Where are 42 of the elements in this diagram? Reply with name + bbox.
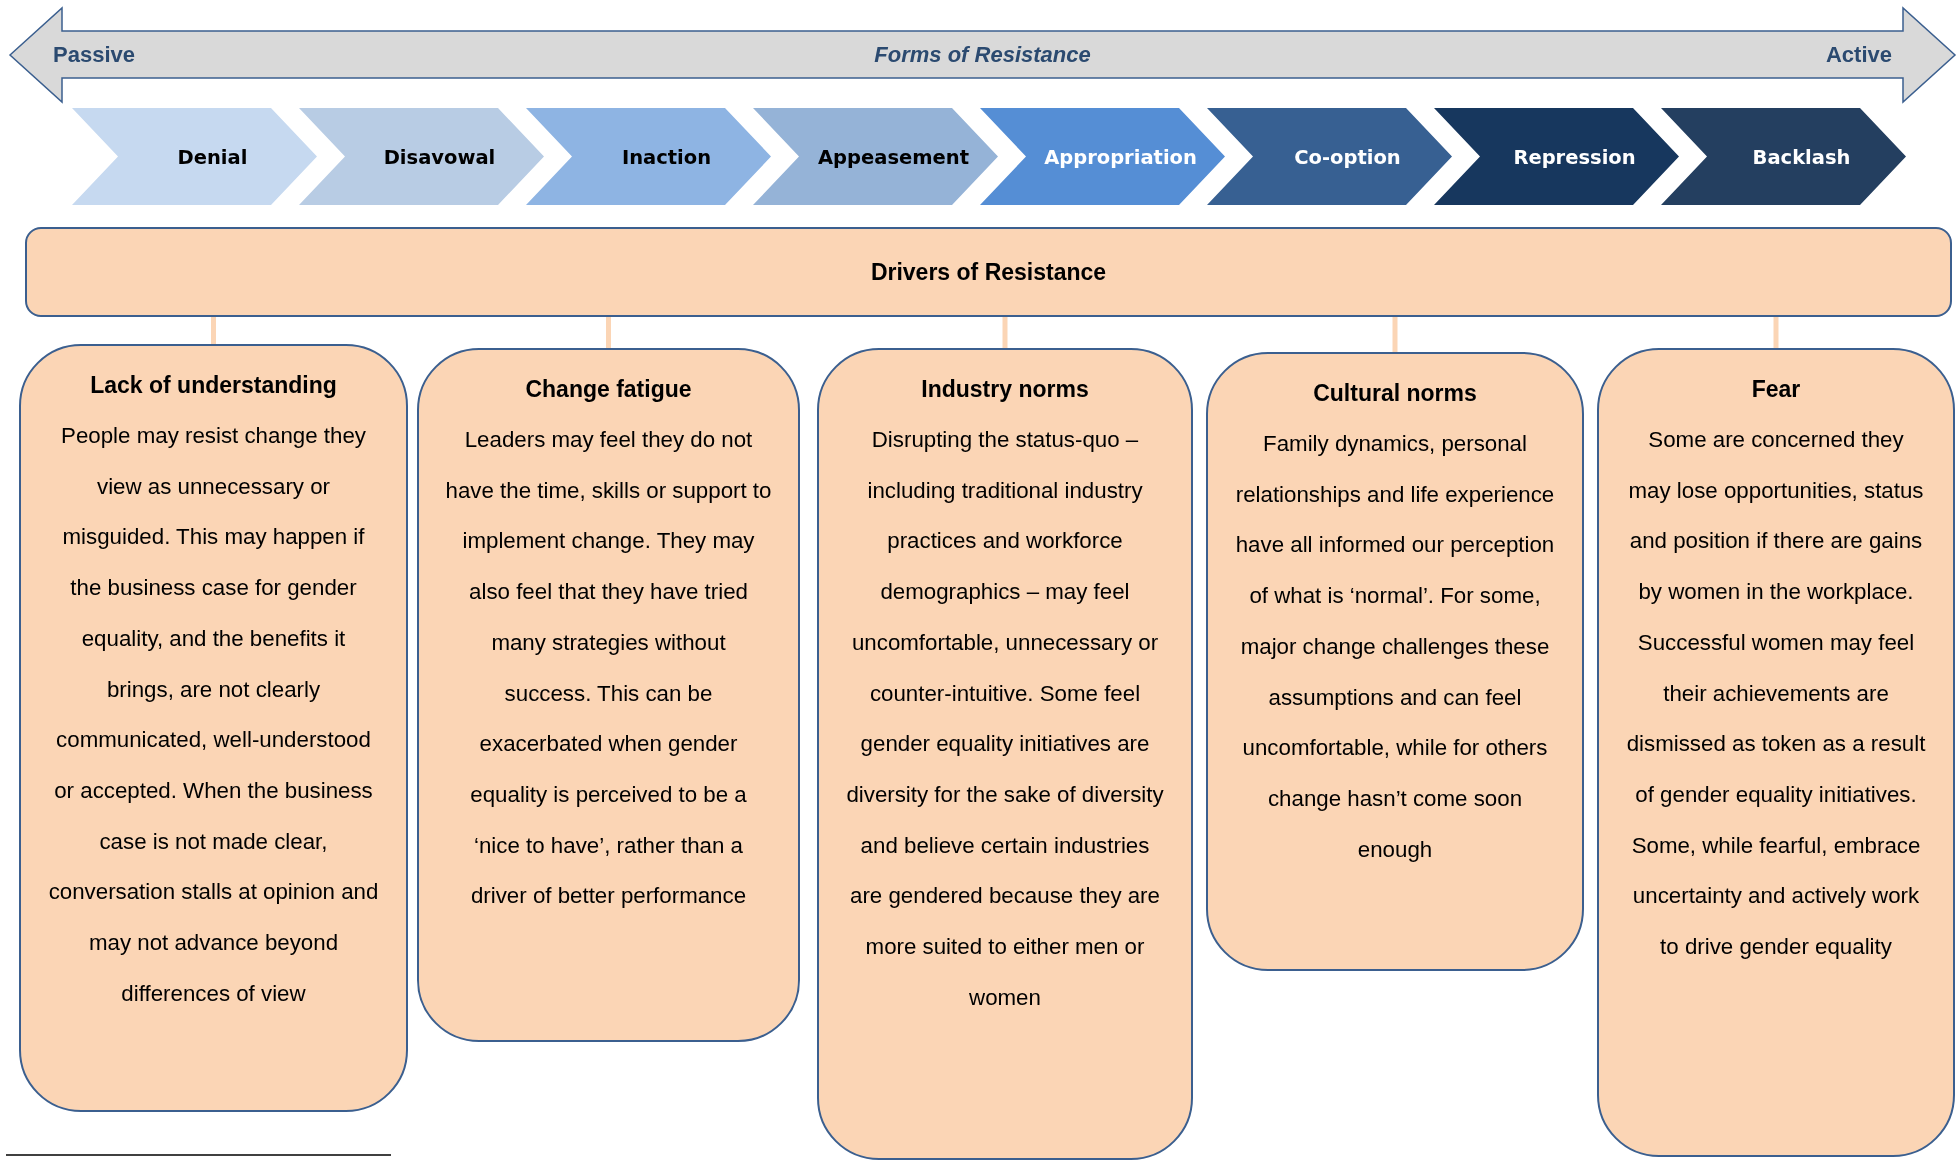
header-title: Drivers of Resistance [870, 258, 1107, 286]
box-description: Disrupting the status-quo – including traditional industry practices and workforce demographics – may feel uncomfortable, unnecessary or counter-intuitive. Some feel gender equality initiatives are diversity for the sake of diversity and believe certain industries are gendered because they are more suited to either men or women [845, 426, 1165, 1012]
double-headed-arrow [10, 8, 1955, 102]
header-box [25, 227, 1952, 317]
step-label: Inaction [620, 145, 713, 168]
scale-end-label: Active [1825, 42, 1892, 68]
scale-end-label: Passive [53, 42, 135, 68]
step-label: Repression [1512, 145, 1637, 168]
step-label: Backlash [1751, 145, 1852, 168]
chevron-step [299, 108, 544, 205]
step-label: Denial [176, 145, 249, 168]
chevron-step [526, 108, 771, 205]
box-heading: Lack of understanding [89, 372, 338, 399]
box-heading: Change fatigue [524, 376, 693, 403]
chevron-step [980, 108, 1225, 205]
connector-line [1002, 317, 1008, 348]
chevron-step [72, 108, 317, 205]
chevron-step [1207, 108, 1452, 205]
box-description: Family dynamics, personal relationships and life experience have all informed our perception of what is ‘normal’. For some, major change challenges these assumptions and can feel uncomfortable, while for others change hasn’t come soon enough [1234, 430, 1556, 864]
box-heading: Cultural norms [1312, 380, 1478, 407]
chevron-step [1434, 108, 1679, 205]
box-description: People may resist change they view as unnecessary or misguided. This may happen if the business case for gender equality, and the benefits it brings, are not clearly communicated, well-understood or accepted. When the business case is not made clear, conversation stalls at opinion and may not advance beyond differences of view [47, 422, 380, 1008]
rounded-box [1597, 348, 1955, 1157]
connector-line [1773, 317, 1779, 348]
connector-line [606, 317, 611, 348]
step-label: Appropriation [1043, 145, 1198, 168]
rounded-box [19, 344, 408, 1112]
connector-line [1392, 317, 1398, 352]
box-description: Leaders may feel they do not have the time, skills or support to implement change. They may also feel that they have tried many strategies without success. This can be exacerbated when gender equality is perceived to be a ‘nice to have’, rather than a driver of better performance [445, 426, 772, 911]
box-description: Some are concerned they may lose opportunities, status and position if there are gains by women in the workplace. Successful women may feel their achievements are dismissed as token as a result of gender equality initiatives. Some, while fearful, embrace uncertainty and actively work to drive gender equality [1625, 426, 1927, 962]
rounded-box [1206, 352, 1584, 971]
chevron-step [1661, 108, 1906, 205]
step-label: Appeasement [817, 145, 970, 168]
step-label: Co-option [1293, 145, 1402, 168]
step-label: Disavowal [382, 145, 497, 168]
scale-title: Forms of Resistance [874, 42, 1091, 68]
box-heading: Fear [1750, 376, 1802, 403]
rounded-box [817, 348, 1193, 1160]
chevron-step [753, 108, 998, 205]
connector-line [211, 317, 216, 344]
box-heading: Industry norms [920, 376, 1090, 403]
rounded-box [417, 348, 800, 1042]
